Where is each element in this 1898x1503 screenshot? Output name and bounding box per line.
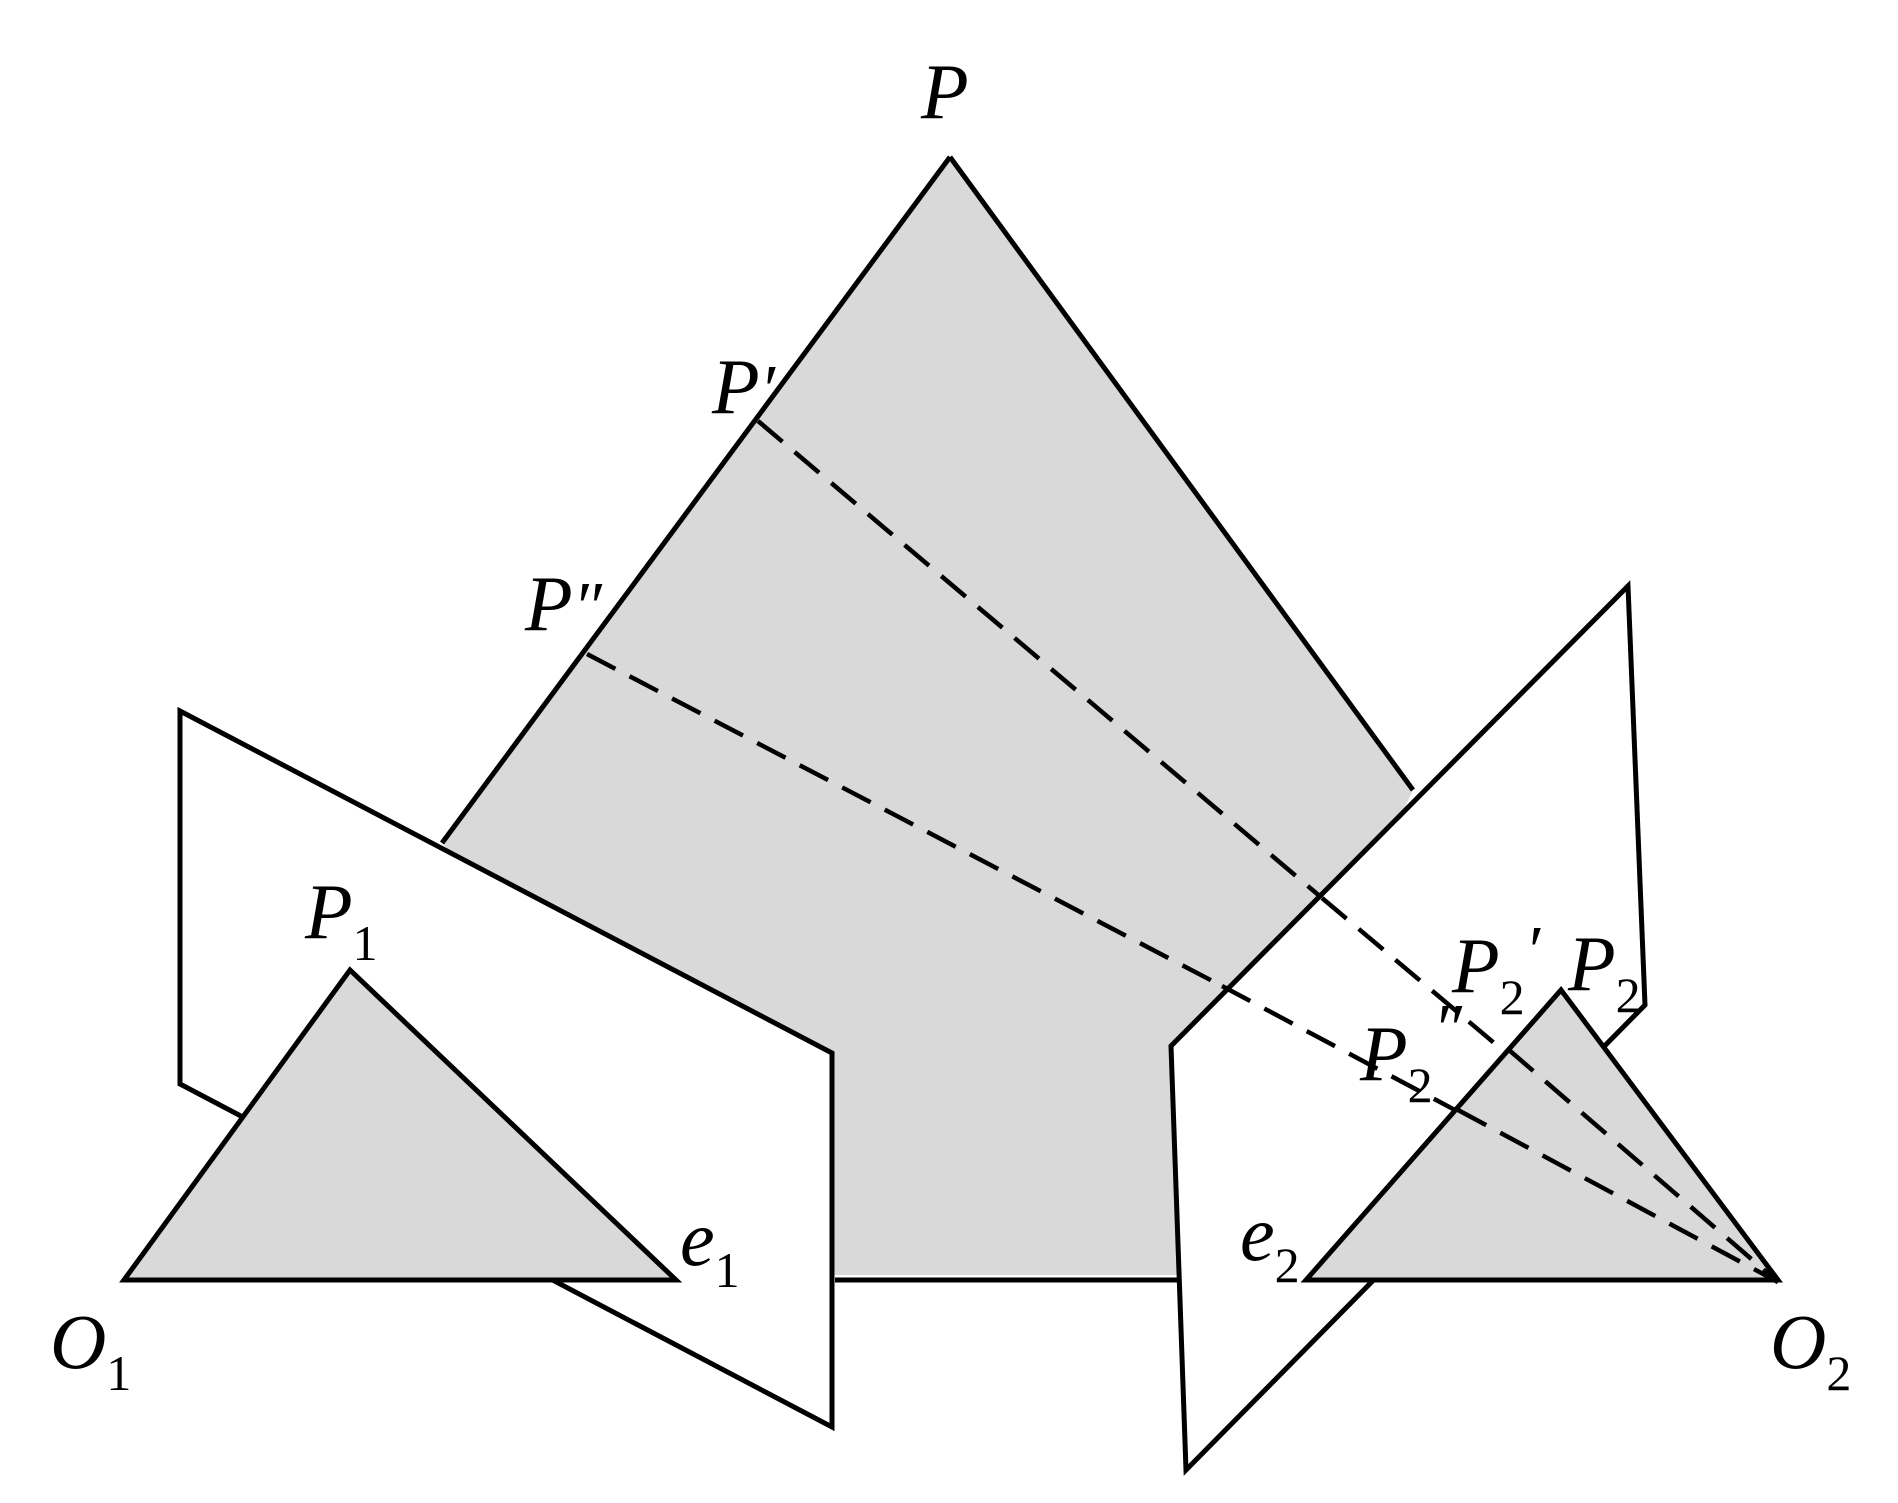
- left-camera-triangle: [119, 966, 683, 1283]
- label-P1: P1: [304, 868, 378, 971]
- ray-p2-double-prime-to-o2: [1456, 1108, 1780, 1284]
- ray-p2-prime-to-o2: [1507, 1048, 1780, 1284]
- label-P-double-prime: P″: [524, 560, 603, 647]
- label-P: P: [920, 48, 969, 135]
- left-image-plane: [177, 706, 835, 1432]
- label-O2: O2: [1770, 1298, 1851, 1401]
- ray-p-double-prime-visible: [585, 652, 1224, 988]
- label-P2-double-prime: P2″: [1359, 991, 1463, 1113]
- label-O1: O1: [50, 1298, 131, 1401]
- label-e2: e2: [1240, 1190, 1300, 1293]
- right-image-plane: [1168, 580, 1648, 1476]
- ray-p-prime-visible: [756, 419, 1324, 900]
- epipolar-plane-edge-right: [947, 155, 1416, 792]
- label-P2: P2: [1567, 920, 1641, 1023]
- epipolar-plane-edge-left: [439, 155, 953, 845]
- label-P2-prime: P2′: [1451, 913, 1542, 1025]
- right-camera-triangle: [1300, 986, 1783, 1283]
- label-e1: e1: [680, 1195, 740, 1298]
- label-P-prime: P′: [711, 343, 777, 430]
